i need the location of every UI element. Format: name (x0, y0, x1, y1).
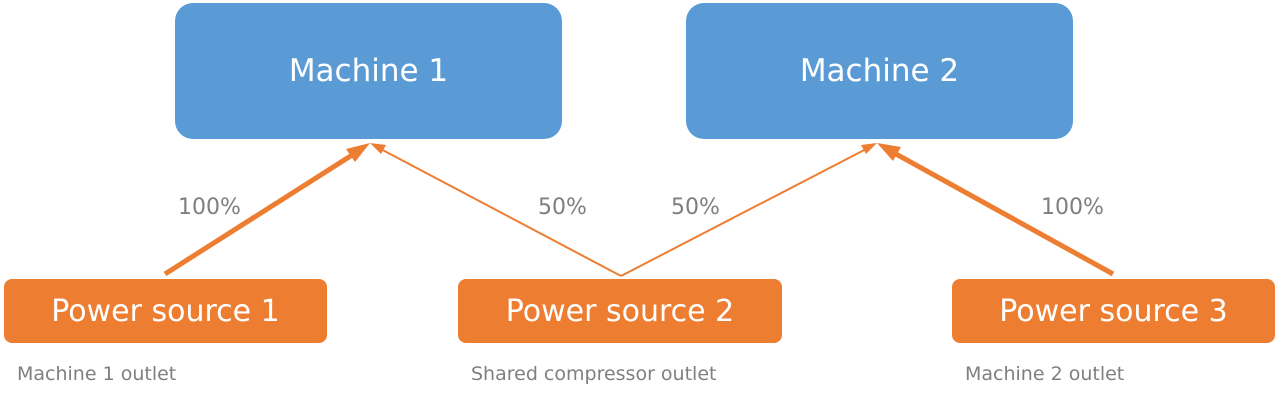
arrow-source2-to-machine1 (376, 146, 622, 277)
edge-label-source2-machine1: 50% (538, 195, 587, 220)
power-source-3-caption: Machine 2 outlet (965, 363, 1125, 385)
power-source-2-node: Power source 2 (458, 279, 782, 343)
edge-label-source3-machine2: 100% (1041, 195, 1104, 220)
power-source-2-label: Power source 2 (505, 293, 735, 329)
arrow-source2-to-machine2 (620, 146, 871, 277)
machine-1-node: Machine 1 (175, 3, 562, 139)
power-source-3-node: Power source 3 (952, 279, 1275, 343)
edge-label-source1-machine1: 100% (178, 195, 241, 220)
power-source-1-caption: Machine 1 outlet (17, 363, 177, 385)
arrowhead-source3-to-machine2 (877, 143, 901, 161)
arrowhead-source1-to-machine1 (346, 143, 370, 162)
power-source-1-label: Power source 1 (51, 293, 280, 329)
power-source-1-node: Power source 1 (4, 279, 327, 343)
arrowhead-source2-to-machine2 (861, 143, 877, 154)
power-source-3-label: Power source 3 (999, 293, 1228, 329)
arrow-source1-to-machine1 (163, 147, 362, 277)
machine-1-label: Machine 1 (288, 53, 449, 89)
machine-2-node: Machine 2 (686, 3, 1073, 139)
machine-2-label: Machine 2 (799, 53, 960, 89)
arrowhead-source2-to-machine1 (370, 143, 386, 154)
power-source-2-caption: Shared compressor outlet (471, 363, 717, 385)
edge-label-source2-machine2: 50% (671, 195, 720, 220)
arrow-source3-to-machine2 (885, 146, 1115, 277)
